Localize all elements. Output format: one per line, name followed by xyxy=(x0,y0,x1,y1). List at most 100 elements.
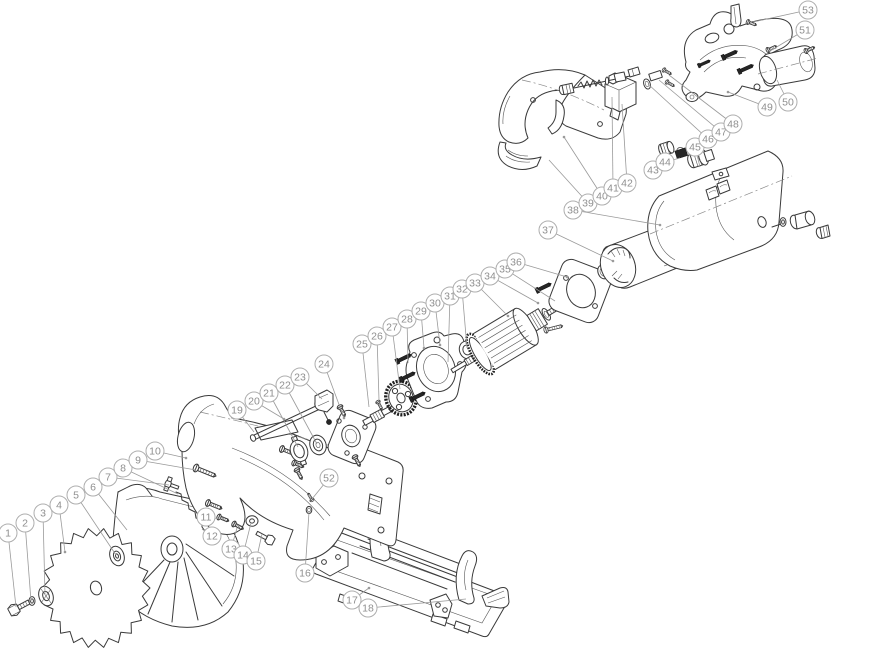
callout-number-26: 26 xyxy=(371,331,383,343)
callout-bubble-20 xyxy=(244,391,264,411)
callout-number-39: 39 xyxy=(582,198,594,210)
wing-bolt xyxy=(163,476,180,492)
callout-number-6: 6 xyxy=(90,482,96,494)
leader-line-39 xyxy=(548,159,589,204)
fence-clamp xyxy=(481,587,510,609)
leader-dot-37 xyxy=(611,259,615,263)
callout-number-9: 9 xyxy=(135,455,141,467)
callout-bubble-9 xyxy=(128,450,148,470)
gear-case xyxy=(394,331,467,409)
callout-number-52: 52 xyxy=(323,473,335,485)
callout-number-45: 45 xyxy=(689,142,701,154)
leader-lines xyxy=(7,9,809,609)
leader-line-5 xyxy=(75,494,117,556)
callout-number-28: 28 xyxy=(401,314,413,326)
callout-bubble-3 xyxy=(33,503,53,523)
leader-dot-40 xyxy=(562,135,566,139)
armature xyxy=(450,305,560,376)
callout-bubble-48 xyxy=(723,114,743,134)
callout-number-40: 40 xyxy=(596,191,608,203)
leader-line-41 xyxy=(611,96,614,189)
leader-dot-10 xyxy=(184,456,188,460)
callout-number-24: 24 xyxy=(318,359,330,371)
callout-bubble-36 xyxy=(506,252,526,272)
callout-number-1: 1 xyxy=(5,528,11,540)
leader-line-26 xyxy=(376,335,380,401)
leader-dot-49 xyxy=(726,90,730,94)
leader-line-24 xyxy=(323,363,345,419)
callout-bubble-15 xyxy=(246,551,266,571)
callout-number-30: 30 xyxy=(429,298,441,310)
callout-number-31: 31 xyxy=(444,291,456,303)
callout-number-44: 44 xyxy=(659,157,671,169)
callout-bubble-16 xyxy=(295,563,315,583)
callout-number-50: 50 xyxy=(782,97,794,109)
brush-terminal xyxy=(711,167,730,181)
leader-dot-24 xyxy=(342,416,346,420)
callout-number-7: 7 xyxy=(105,472,111,484)
end-cap-parts xyxy=(771,210,831,239)
callout-bubble-19 xyxy=(227,400,247,420)
outer-flange xyxy=(38,585,54,607)
callout-bubble-21 xyxy=(259,383,279,403)
callout-bubble-6 xyxy=(83,477,103,497)
callout-number-16: 16 xyxy=(299,568,311,580)
leader-line-38 xyxy=(572,209,661,226)
leader-dot-29 xyxy=(422,346,426,350)
callout-bubble-2 xyxy=(15,513,35,533)
callout-bubble-18 xyxy=(358,598,378,618)
callout-bubble-23 xyxy=(290,367,310,387)
lock-off-shaft xyxy=(558,66,641,96)
switch-block xyxy=(604,72,637,121)
lock-pin-assembly xyxy=(643,66,676,90)
leader-line-7 xyxy=(107,476,170,486)
callout-bubble-44 xyxy=(655,152,675,172)
callout-number-20: 20 xyxy=(248,396,260,408)
leader-line-18 xyxy=(367,598,467,609)
leader-line-31 xyxy=(447,295,451,363)
leader-line-8 xyxy=(122,467,179,495)
callout-number-46: 46 xyxy=(702,134,714,146)
callout-bubble-7 xyxy=(98,467,118,487)
callout-number-13: 13 xyxy=(225,544,237,556)
callout-number-15: 15 xyxy=(250,556,262,568)
leader-line-16 xyxy=(304,511,310,574)
callout-bubble-52 xyxy=(319,468,339,488)
callout-bubble-50 xyxy=(778,92,798,112)
carbon-brush xyxy=(674,147,689,160)
depth-rod xyxy=(249,404,321,442)
spacer-nut xyxy=(245,515,259,527)
callout-number-4: 4 xyxy=(56,500,62,512)
callout-number-19: 19 xyxy=(231,405,243,417)
leader-line-40 xyxy=(563,136,603,197)
callout-number-34: 34 xyxy=(484,271,496,283)
leader-line-35 xyxy=(504,268,556,302)
blade-washer xyxy=(28,596,36,606)
leader-line-3 xyxy=(42,512,46,596)
callout-bubble-26 xyxy=(367,326,387,346)
callout-number-29: 29 xyxy=(415,306,427,318)
leader-line-32 xyxy=(461,288,468,349)
field-screw xyxy=(534,280,553,294)
callout-number-48: 48 xyxy=(727,119,739,131)
callout-bubble-4 xyxy=(49,495,69,515)
callout-number-42: 42 xyxy=(621,178,633,190)
callout-number-53: 53 xyxy=(802,5,814,17)
callout-bubble-49 xyxy=(757,97,777,117)
callout-number-37: 37 xyxy=(542,225,554,237)
leader-dot-4 xyxy=(63,550,67,554)
riving-wedge xyxy=(730,3,758,28)
callout-bubble-42 xyxy=(617,173,637,193)
rod-bracket xyxy=(314,389,334,425)
callout-number-35: 35 xyxy=(499,264,511,276)
parts-artwork xyxy=(7,3,831,648)
callout-number-23: 23 xyxy=(294,372,306,384)
leader-dot-34 xyxy=(536,301,540,305)
handle-boot xyxy=(497,141,542,170)
callout-bubble-22 xyxy=(275,375,295,395)
leader-line-2 xyxy=(24,522,32,602)
leader-line-42 xyxy=(621,103,628,184)
callout-bubble-12 xyxy=(202,526,222,546)
